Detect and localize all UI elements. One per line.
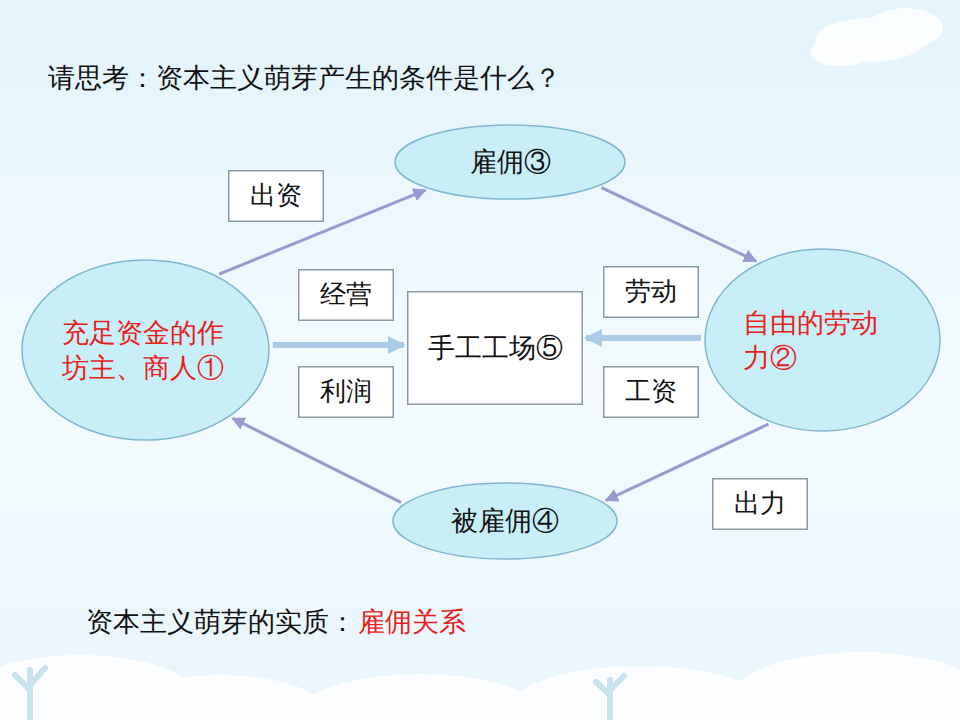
node-text: 手工工场⑤ <box>428 330 563 365</box>
node-text: 工资 <box>625 375 677 409</box>
text-group: 雇佣③ <box>470 144 551 179</box>
node-text: 出力 <box>734 487 786 521</box>
text-group: 劳动 <box>625 275 677 309</box>
node-text: 被雇佣④ <box>451 503 559 538</box>
label-box: 出力 <box>712 478 808 530</box>
box-shape <box>299 367 394 418</box>
box-shape <box>299 270 394 321</box>
tree-branch <box>15 668 624 720</box>
label-box: 经营 <box>298 269 394 321</box>
box-shape <box>713 479 808 530</box>
text-group: 被雇佣④ <box>451 503 559 538</box>
arrow-connector <box>602 188 757 261</box>
text-group: 出资 <box>250 179 302 213</box>
node-text: 充足资金的作坊主、商人① <box>62 315 230 385</box>
cloud <box>0 8 960 720</box>
labor-ellipse: 自由的劳动力② <box>704 248 941 432</box>
ellipse-shape <box>393 483 617 559</box>
process-ellipse: 被雇佣④ <box>392 482 618 560</box>
ellipse-outline <box>704 248 941 432</box>
label-box: 利润 <box>298 366 394 418</box>
label-box: 出资 <box>228 170 324 222</box>
ellipse-shape <box>22 260 269 440</box>
box-shape <box>604 267 699 318</box>
ellipse-shape <box>705 249 940 431</box>
text-group: 工资 <box>625 375 677 409</box>
workshop-box: 手工工场⑤ <box>407 291 583 405</box>
title: 请思考：资本主义萌芽产生的条件是什么？ <box>48 60 561 96</box>
answer-label: 雇佣关系 <box>358 604 466 640</box>
box-shape <box>408 292 583 405</box>
arrow-connector <box>586 335 701 341</box>
text-group: 手工工场⑤ <box>428 330 563 365</box>
ellipse-shape <box>395 125 625 199</box>
node-text: 自由的劳动力② <box>743 305 903 375</box>
arrow-connector <box>273 342 404 348</box>
ellipse-outline <box>21 259 270 441</box>
box-shape <box>604 367 699 418</box>
process-ellipse: 雇佣③ <box>394 124 626 200</box>
arrow-connector <box>233 418 401 502</box>
text-group: 自由的劳动力② <box>743 305 903 375</box>
node-text: 劳动 <box>625 275 677 309</box>
box-shape <box>229 171 324 222</box>
owner-ellipse: 充足资金的作坊主、商人① <box>21 259 270 441</box>
node-text: 经营 <box>320 278 372 312</box>
text-group: 充足资金的作坊主、商人① <box>62 315 230 385</box>
caption: 资本主义萌芽的实质： <box>86 604 356 640</box>
node-text: 雇佣③ <box>470 144 551 179</box>
text-group: 出力 <box>734 487 786 521</box>
label-box: 劳动 <box>603 266 699 318</box>
node-text: 出资 <box>250 179 302 213</box>
label-box: 工资 <box>603 366 699 418</box>
text-group: 利润 <box>320 375 372 409</box>
text-group: 经营 <box>320 278 372 312</box>
node-text: 利润 <box>320 375 372 409</box>
